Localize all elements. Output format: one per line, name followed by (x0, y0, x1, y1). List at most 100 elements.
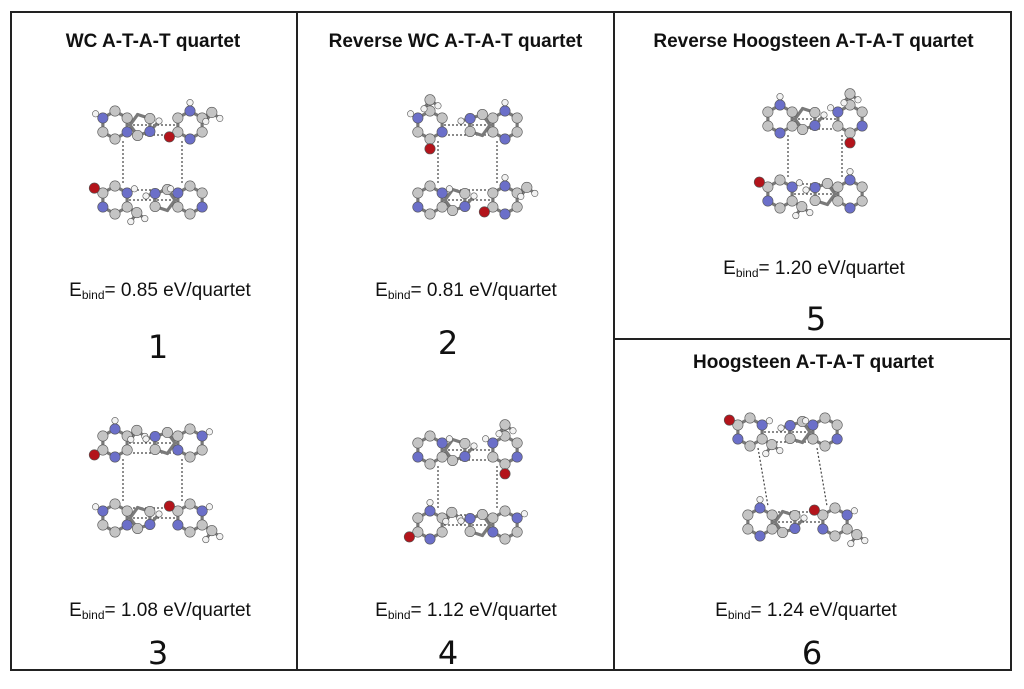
carbon-atom (499, 533, 511, 545)
carbon-atom (487, 512, 499, 524)
hydrogen-atom (445, 185, 453, 193)
nitrogen-atom (412, 201, 424, 213)
nitrogen-atom (412, 451, 424, 463)
nitrogen-atom (121, 126, 133, 138)
carbon-atom (856, 106, 868, 118)
hydrogen-atom (501, 174, 509, 182)
carbon-atom (97, 430, 109, 442)
nitrogen-atom (144, 518, 156, 530)
hydrogen-atom (795, 179, 803, 187)
bond (165, 441, 177, 456)
hydrogen-atom (756, 496, 764, 504)
carbon-atom (436, 526, 448, 538)
carbon-atom (184, 180, 196, 192)
carbon-atom (796, 201, 808, 213)
carbon-atom (131, 424, 143, 436)
hydrogen-atom (442, 517, 450, 525)
hydrogen-atom (130, 185, 138, 193)
carbon-atom (797, 123, 809, 135)
hydrogen-atom (495, 430, 503, 438)
hydrogen-atom (854, 96, 862, 104)
nitrogen-atom (499, 133, 511, 145)
carbon-atom (832, 195, 844, 207)
carbon-atom (777, 526, 789, 538)
carbon-atom (851, 529, 863, 541)
nitrogen-atom (499, 180, 511, 192)
hydrogen-atom (127, 218, 135, 226)
hydrogen-atom (127, 435, 135, 443)
nitrogen-atom (184, 105, 196, 117)
carbon-atom (464, 525, 476, 537)
carbon-atom (206, 106, 218, 118)
panel-3-number: 3 (147, 634, 169, 672)
carbon-atom (109, 133, 121, 145)
hydrogen-atom (216, 533, 224, 541)
nitrogen-atom (487, 526, 499, 538)
nitrogen-atom (856, 120, 868, 132)
hydrogen-atom (827, 104, 835, 112)
oxygen-atom (88, 449, 100, 461)
nitrogen-atom (97, 201, 109, 213)
nitrogen-atom (784, 420, 796, 432)
oxygen-atom (163, 131, 175, 143)
oxygen-atom (723, 414, 735, 426)
carbon-atom (459, 188, 471, 200)
panel-6-number: 6 (801, 634, 823, 672)
panel-5-number: 5 (805, 300, 827, 338)
nitrogen-atom (172, 187, 184, 199)
carbon-atom (447, 204, 459, 216)
hydrogen-atom (434, 102, 442, 110)
panel-1-number: 1 (147, 328, 169, 366)
hydrogen-atom (470, 442, 478, 450)
carbon-atom (784, 432, 796, 444)
hydrogen-atom (846, 168, 854, 176)
carbon-atom (121, 201, 133, 213)
carbon-atom (774, 174, 786, 186)
bond (480, 523, 492, 538)
carbon-atom (447, 454, 459, 466)
hydrogen-atom (776, 447, 784, 455)
oxygen-atom (403, 531, 415, 543)
panel-3-structure (88, 417, 224, 544)
panel-1-energy: Ebind= 0.85 eV/quartet (69, 280, 251, 302)
carbon-atom (786, 106, 798, 118)
hydrogen-atom (840, 99, 848, 107)
panel-3-energy: Ebind= 1.08 eV/quartet (69, 600, 251, 622)
nitrogen-atom (436, 437, 448, 449)
hydrogen-atom (850, 507, 858, 515)
hydrogen-atom (820, 111, 828, 119)
carbon-atom (184, 451, 196, 463)
oxygen-atom (808, 504, 820, 516)
carbon-atom (149, 443, 161, 455)
hydrogen-atom (531, 189, 539, 197)
nitrogen-atom (841, 509, 853, 521)
carbon-atom (762, 181, 774, 193)
nitrogen-atom (424, 505, 436, 517)
carbon-atom (819, 412, 831, 424)
carbon-atom (424, 133, 436, 145)
carbon-atom (172, 112, 184, 124)
hydrogen-atom (167, 185, 175, 193)
panel-1-structure (88, 99, 224, 226)
panel-5-energy: Ebind= 1.20 eV/quartet (723, 258, 905, 280)
hydrogen-atom (501, 99, 509, 107)
carbon-atom (464, 125, 476, 137)
hydrogen-atom (426, 499, 434, 507)
carbon-atom (172, 201, 184, 213)
bond (480, 123, 492, 138)
hydrogen-atom (445, 435, 453, 443)
hydrogen-atom (517, 192, 525, 200)
figure-frame (10, 11, 1012, 671)
nitrogen-atom (109, 451, 121, 463)
carbon-atom (742, 523, 754, 535)
carbon-atom (131, 207, 143, 219)
carbon-atom (109, 526, 121, 538)
oxygen-atom (424, 143, 436, 155)
nitrogen-atom (754, 502, 766, 514)
hydrogen-atom (792, 212, 800, 220)
carbon-atom (121, 505, 133, 517)
hydrogen-atom (802, 186, 810, 194)
nitrogen-atom (196, 505, 208, 517)
nitrogen-atom (464, 513, 476, 525)
nitrogen-atom (774, 127, 786, 139)
